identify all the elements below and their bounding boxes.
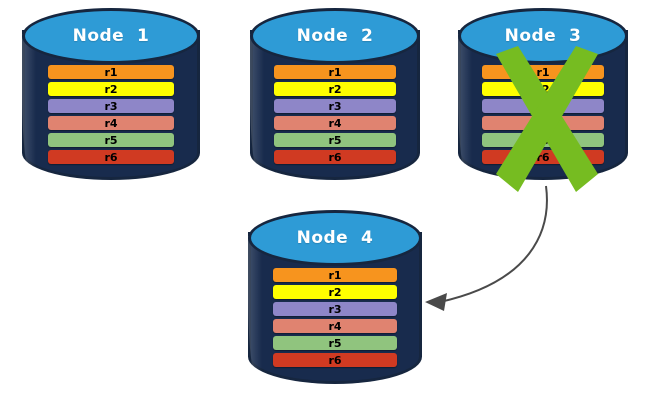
record-bar[interactable]: r3 <box>482 99 604 113</box>
arrow-path <box>439 185 548 303</box>
record-bar[interactable]: r1 <box>274 65 396 79</box>
node-1-cylinder-top <box>22 8 200 64</box>
node-4[interactable]: Node 4 r1 r2 r3 r4 r5 r6 <box>248 210 422 392</box>
node-3-records: r1 r2 r3 r4 r5 r6 <box>482 65 604 164</box>
record-bar[interactable]: r3 <box>48 99 174 113</box>
record-bar[interactable]: r2 <box>482 82 604 96</box>
record-bar[interactable]: r6 <box>482 150 604 164</box>
node-3-title: Node 3 <box>504 26 582 46</box>
node-1[interactable]: Node 1 r1 r2 r3 r4 r5 r6 <box>22 8 200 188</box>
record-bar[interactable]: r5 <box>48 133 174 147</box>
record-bar[interactable]: r6 <box>48 150 174 164</box>
record-bar[interactable]: r1 <box>482 65 604 79</box>
node-1-title: Node 1 <box>72 26 150 46</box>
record-bar[interactable]: r6 <box>274 150 396 164</box>
record-bar[interactable]: r1 <box>48 65 174 79</box>
record-bar[interactable]: r2 <box>48 82 174 96</box>
node-1-records: r1 r2 r3 r4 r5 r6 <box>48 65 174 164</box>
record-bar[interactable]: r3 <box>274 99 396 113</box>
record-bar[interactable]: r5 <box>274 133 396 147</box>
record-bar[interactable]: r5 <box>273 336 397 350</box>
arrow-head-icon <box>425 293 447 311</box>
record-bar[interactable]: r2 <box>273 285 397 299</box>
node-4-records: r1 r2 r3 r4 r5 r6 <box>273 268 397 367</box>
record-bar[interactable]: r1 <box>273 268 397 282</box>
node-2-title: Node 2 <box>296 26 374 46</box>
record-bar[interactable]: r2 <box>274 82 396 96</box>
record-bar[interactable]: r6 <box>273 353 397 367</box>
node-4-title: Node 4 <box>296 228 374 248</box>
record-bar[interactable]: r5 <box>482 133 604 147</box>
record-bar[interactable]: r4 <box>273 319 397 333</box>
node-2-cylinder-top <box>250 8 420 64</box>
node-2[interactable]: Node 2 r1 r2 r3 r4 r5 r6 <box>250 8 420 188</box>
record-bar[interactable]: r4 <box>482 116 604 130</box>
record-bar[interactable]: r3 <box>273 302 397 316</box>
record-bar[interactable]: r4 <box>274 116 396 130</box>
node-3[interactable]: Node 3 r1 r2 r3 r4 r5 r6 <box>458 8 628 192</box>
node-2-records: r1 r2 r3 r4 r5 r6 <box>274 65 396 164</box>
node-4-cylinder-top <box>248 210 422 266</box>
record-bar[interactable]: r4 <box>48 116 174 130</box>
